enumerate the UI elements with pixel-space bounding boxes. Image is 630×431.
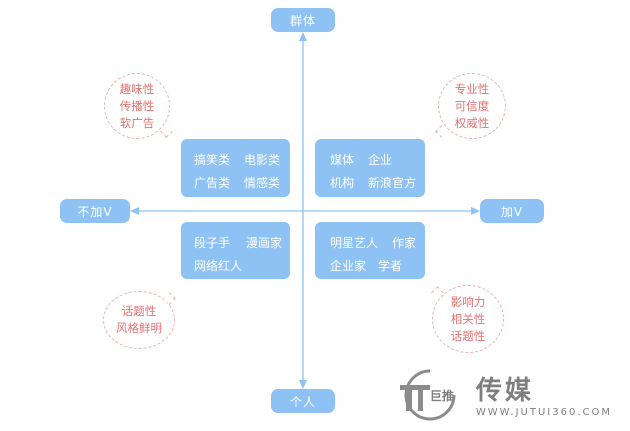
- bubble-line: 可信度: [454, 98, 490, 113]
- box-row: 机构 新浪官方: [330, 174, 416, 191]
- box-item: 段子手: [194, 236, 231, 250]
- bubble-line: 话题性: [121, 304, 157, 318]
- bubble-line: 影响力: [450, 294, 486, 309]
- watermark-title: 传媒: [475, 376, 534, 406]
- box-row: 段子手 漫画家: [194, 234, 282, 251]
- box-item: 漫画家: [246, 236, 283, 250]
- box-item: 企业: [368, 153, 393, 167]
- box-row: 网络红人: [194, 257, 242, 274]
- box-item: 作家: [392, 236, 417, 250]
- watermark-logo-mark: 巨推: [429, 389, 454, 403]
- quadrant-box-bottom-right: 明星艺人 作家 企业家 学者: [315, 222, 425, 279]
- axis-label-top: 群体: [271, 8, 335, 32]
- watermark-logo-icon: 巨推: [390, 367, 470, 421]
- watermark: 巨推 传媒 WWW.JUTUI360.COM: [390, 367, 612, 421]
- box-row: 明星艺人 作家: [330, 234, 416, 251]
- box-item: 新浪官方: [368, 176, 417, 190]
- quadrant-box-top-right: 媒体 企业 机构 新浪官方: [315, 139, 425, 197]
- quadrant-box-bottom-left: 段子手 漫画家 网络红人: [181, 222, 290, 279]
- bubble-top-right: 专业性 可信度 权威性: [435, 73, 506, 139]
- box-row: 企业家 学者: [330, 257, 402, 274]
- bubble-line: 软广告: [119, 115, 155, 130]
- box-item: 媒体: [330, 153, 355, 167]
- bubble-line: 相关性: [450, 311, 486, 326]
- box-item: 网络红人: [194, 259, 243, 273]
- box-row: 媒体 企业: [330, 151, 392, 168]
- bubble-line: 专业性: [454, 81, 490, 96]
- bubble-top-left: 趣味性 传播性 软广告: [104, 73, 173, 139]
- arrow-down: [299, 380, 307, 389]
- box-item: 电影类: [244, 153, 281, 167]
- box-item: 广告类: [194, 176, 231, 190]
- bubble-line: 话题性: [450, 328, 486, 343]
- watermark-url: WWW.JUTUI360.COM: [475, 407, 612, 418]
- arrow-up: [299, 32, 307, 41]
- bubble-line: 权威性: [454, 115, 490, 130]
- bubble-bottom-right: 影响力 相关性 话题性: [431, 285, 504, 353]
- bubble-line: 风格鲜明: [116, 321, 162, 335]
- box-item: 学者: [378, 259, 403, 273]
- arrow-left: [130, 207, 139, 215]
- box-item: 企业家: [330, 259, 367, 273]
- box-row: 广告类 情感类: [194, 174, 280, 191]
- bubble-bottom-left: 话题性 风格鲜明: [103, 291, 176, 349]
- axis-label-left: 不加V: [60, 199, 130, 223]
- box-row: 搞笑类 电影类: [194, 151, 280, 168]
- box-item: 明星艺人: [330, 236, 379, 250]
- quadrant-box-top-left: 搞笑类 电影类 广告类 情感类: [181, 139, 290, 197]
- box-item: 搞笑类: [194, 153, 231, 167]
- box-item: 情感类: [244, 176, 281, 190]
- box-item: 机构: [330, 176, 355, 190]
- arrow-right: [471, 207, 480, 215]
- bubble-line: 趣味性: [119, 81, 155, 96]
- axis-label-bottom: 个人: [271, 389, 335, 413]
- watermark-text: 传媒 WWW.JUTUI360.COM: [476, 370, 612, 418]
- bubble-line: 传播性: [119, 98, 155, 113]
- axis-label-right: 加V: [480, 199, 544, 223]
